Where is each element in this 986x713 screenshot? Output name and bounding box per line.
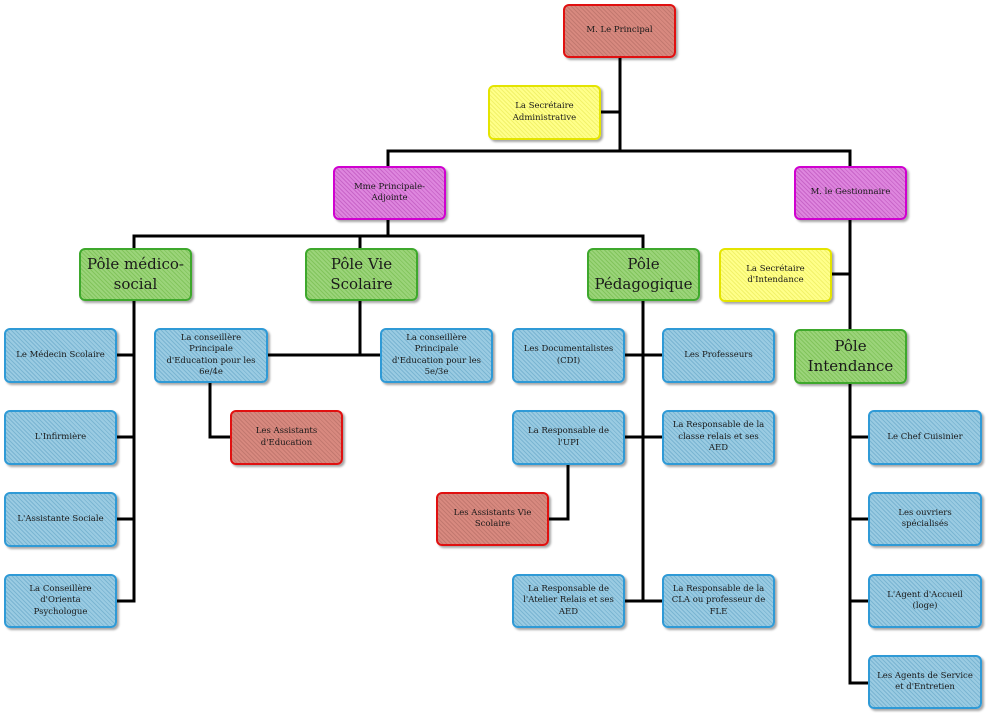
node-medecin-scolaire: Le Médecin Scolaire bbox=[4, 328, 117, 383]
node-assistants-education: Les Assistants d'Education bbox=[230, 410, 343, 465]
node-documentalistes: Les Documentalistes (CDI) bbox=[512, 328, 625, 383]
node-pole-vie-scolaire: Pôle Vie Scolaire bbox=[305, 248, 418, 301]
node-cpe-5e-3e: La conseillère Principale d'Education po… bbox=[380, 328, 493, 383]
connector bbox=[547, 463, 570, 521]
node-chef-cuisinier: Le Chef Cuisinier bbox=[868, 410, 982, 465]
node-secretaire-intendance: La Secrétaire d'Intendance bbox=[719, 248, 832, 302]
node-gestionnaire: M. le Gestionnaire bbox=[794, 166, 907, 220]
node-secretaire-administrative: La Secrétaire Administrative bbox=[488, 85, 601, 140]
node-responsable-cla: La Responsable de la CLA ou professeur d… bbox=[662, 574, 775, 628]
node-responsable-upi: La Responsable de l'UPI bbox=[512, 410, 625, 465]
node-conseillere-orientation: La Conseillère d'Orienta Psychologue bbox=[4, 574, 117, 628]
node-principale-adjointe: Mme Principale- Adjointe bbox=[333, 166, 446, 220]
node-responsable-atelier-relais: La Responsable de l'Atelier Relais et se… bbox=[512, 574, 625, 628]
node-infirmiere: L'Infirmière bbox=[4, 410, 117, 465]
node-ouvriers-specialises: Les ouvriers spécialisés bbox=[868, 492, 982, 546]
node-agent-accueil: L'Agent d'Accueil (loge) bbox=[868, 574, 982, 628]
node-pole-pedagogique: Pôle Pédagogique bbox=[587, 248, 700, 301]
node-assistants-vie-scolaire: Les Assistants Vie Scolaire bbox=[436, 492, 549, 546]
node-cpe-6e-4e: La conseillère Principale d'Education po… bbox=[154, 328, 268, 383]
node-responsable-classe-relais: La Responsable de la classe relais et se… bbox=[662, 410, 775, 465]
node-pole-intendance: Pôle Intendance bbox=[794, 329, 907, 384]
connector bbox=[208, 380, 232, 439]
node-professeurs: Les Professeurs bbox=[662, 328, 775, 383]
node-agents-service: Les Agents de Service et d'Entretien bbox=[868, 655, 982, 709]
node-principal: M. Le Principal bbox=[563, 4, 676, 58]
node-assistante-sociale: L'Assistante Sociale bbox=[4, 492, 117, 547]
node-pole-medico-social: Pôle médico- social bbox=[79, 248, 192, 301]
